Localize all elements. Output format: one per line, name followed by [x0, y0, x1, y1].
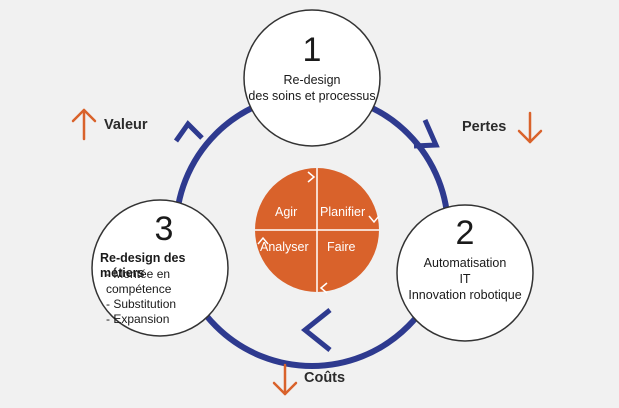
step-1-number: 1 [302, 31, 322, 69]
step-3-item: - Montée en compétence [106, 267, 172, 296]
pdca-arrow-left-icon [257, 236, 269, 245]
pdca-label-analyser: Analyser [260, 240, 309, 254]
step-1-description: Re-design des soins et processus [242, 72, 382, 104]
pertes-label: Pertes [462, 119, 507, 135]
cycle-arrow-right-icon [413, 118, 440, 149]
step-2-line: Automatisation [423, 256, 507, 270]
valeur-up-arrow-icon [71, 108, 97, 141]
step-3-circle [91, 199, 229, 337]
pdca-label-agir: Agir [275, 205, 298, 219]
step-2-number: 2 [455, 214, 475, 252]
step-2-circle [396, 204, 534, 342]
pdca-arrow-right-icon [368, 215, 380, 224]
step-1-line: Re-design [283, 73, 341, 87]
valeur-label: Valeur [104, 117, 148, 133]
cycle-arrow-bottom-icon [300, 308, 332, 352]
couts-label: Coûts [304, 370, 346, 386]
pdca-arrow-top-icon [307, 171, 316, 183]
couts-down-arrow-icon [272, 363, 298, 396]
step-3-title: Re-design des métiers [100, 251, 186, 280]
step-3-item: - Substitution [106, 297, 177, 311]
step-2-line: Innovation robotique [408, 288, 522, 302]
step-2-description: Automatisation IT Innovation robotique [400, 255, 530, 303]
pertes-down-arrow-icon [517, 111, 543, 144]
pdca-label-faire: Faire [327, 240, 356, 254]
step-1-line: des soins et processus [248, 89, 376, 103]
step-1-circle [243, 9, 381, 147]
pdca-arrow-bottom-icon [319, 282, 328, 294]
pdca-label-planifier: Planifier [320, 205, 366, 219]
step-3-items: - Montée en compétence - Substitution - … [106, 267, 231, 327]
step-2-line: IT [459, 272, 471, 286]
step-3-number: 3 [154, 210, 174, 248]
cycle-arrow-left-icon [173, 120, 204, 143]
step-3-item: - Expansion [106, 312, 170, 326]
